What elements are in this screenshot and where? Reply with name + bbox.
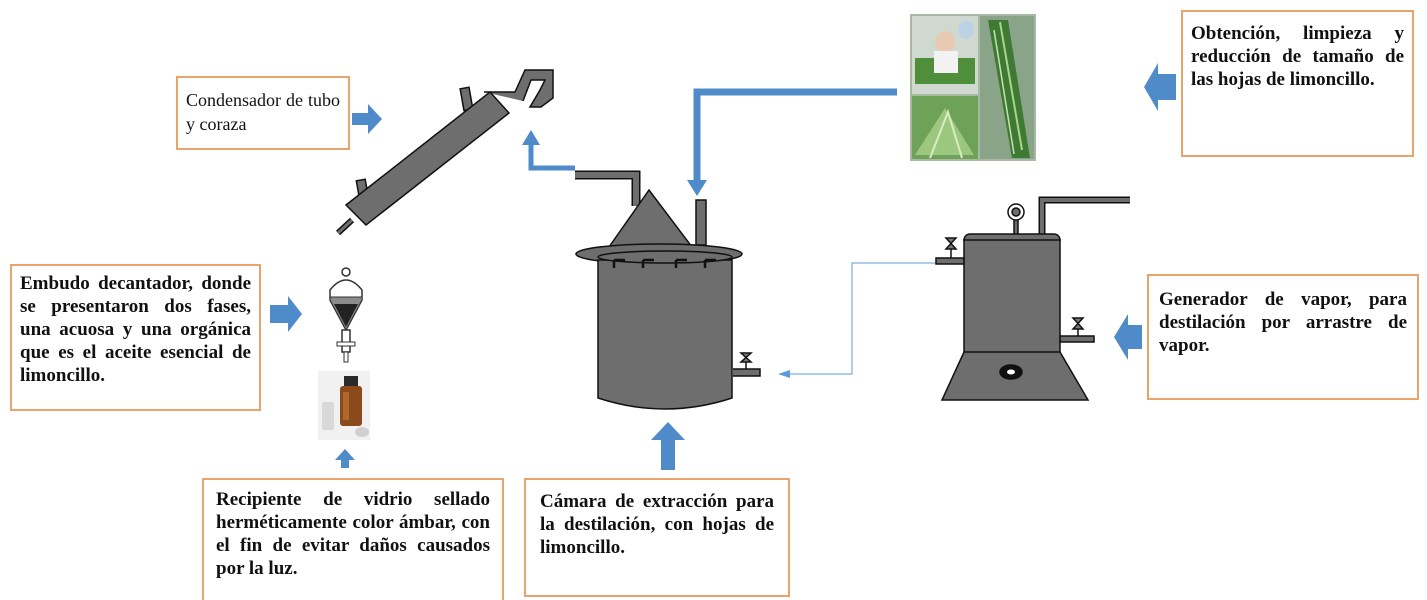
steam-line (790, 262, 938, 375)
arrow-obtencion (1144, 63, 1176, 111)
feed-pipe-arrow (693, 88, 897, 182)
label-condensador: Condensador de tubo y coraza (176, 76, 350, 150)
condenser (335, 69, 554, 236)
arrow-embudo (270, 296, 302, 332)
lemongrass-photo (910, 14, 1036, 161)
arrow-recipiente (335, 449, 355, 468)
label-camara: Cámara de extracción para la destilación… (524, 478, 790, 597)
arrow-camara (651, 422, 685, 470)
extraction-chamber (575, 188, 761, 410)
vapor-pipe (575, 170, 641, 206)
arrow-condensador (352, 104, 382, 134)
separatory-funnel (329, 267, 363, 363)
label-obtencion: Obtención, limpieza y reducción de tamañ… (1181, 10, 1414, 157)
feed-pipe-arrowhead (687, 180, 707, 196)
label-recipiente: Recipiente de vidrio sellado herméticame… (202, 478, 504, 600)
vapor-arrow (528, 143, 575, 171)
steam-generator (935, 196, 1130, 401)
label-embudo: Embudo decantador, donde se presentaron … (10, 264, 261, 411)
amber-bottle-photo (318, 371, 370, 440)
label-generador: Generador de vapor, para destilación por… (1147, 274, 1419, 400)
arrow-generador (1114, 314, 1142, 360)
